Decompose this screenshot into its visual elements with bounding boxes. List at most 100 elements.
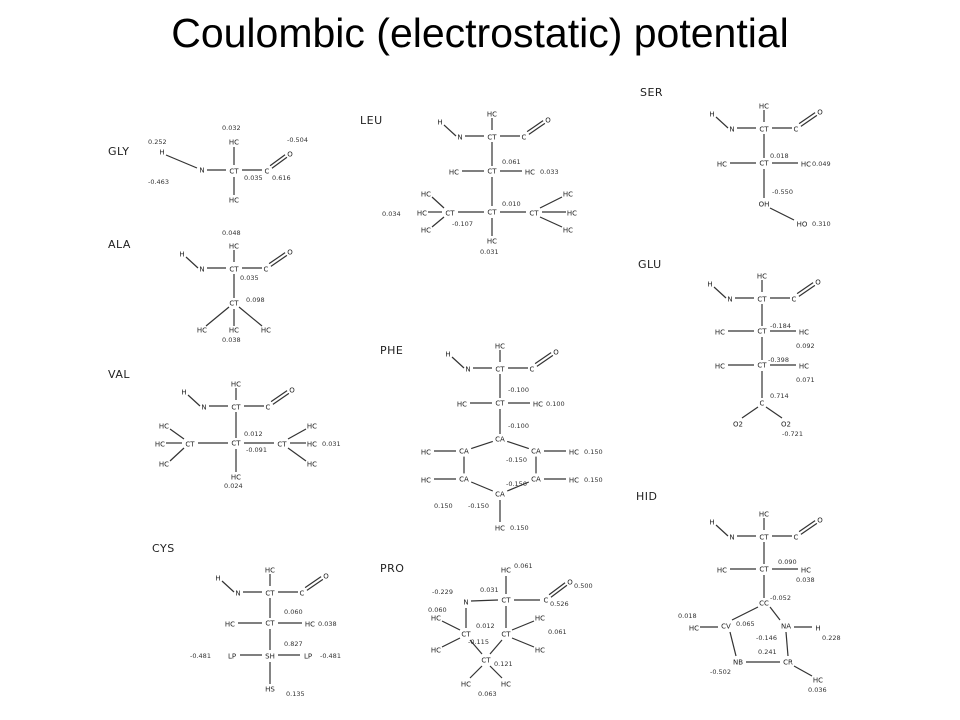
atom-label: HC	[799, 329, 809, 337]
partial-charge: -0.052	[770, 594, 791, 602]
residue-name: ALA	[108, 238, 131, 251]
partial-charge: -0.550	[772, 188, 793, 196]
atom-label: H	[179, 251, 184, 259]
atom-label: N	[199, 266, 204, 274]
atom-label: HC	[457, 401, 467, 409]
atom-label: CT	[757, 328, 767, 336]
atom-label: CT	[757, 362, 767, 370]
partial-charge: 0.061	[514, 562, 533, 570]
atom-label: H	[709, 519, 714, 527]
atom-label: H	[159, 149, 164, 157]
atom-label: NA	[781, 623, 791, 631]
atom-label: HC	[717, 161, 727, 169]
atom-label: OH	[759, 201, 770, 209]
atom-label: CT	[757, 296, 767, 304]
atom-label: HC	[813, 677, 823, 685]
partial-charge: 0.049	[812, 160, 831, 168]
partial-charge: 0.714	[770, 392, 789, 400]
partial-charge: -0.150	[506, 480, 527, 488]
partial-charge: -0.146	[756, 634, 777, 642]
atom-label: HC	[757, 273, 767, 281]
residue-name: LEU	[360, 114, 383, 127]
atom-label: CA	[531, 448, 541, 456]
partial-charge: 0.010	[502, 200, 521, 208]
partial-charge: 0.526	[550, 600, 569, 608]
partial-charge: 0.150	[584, 476, 603, 484]
atom-label: H	[445, 351, 450, 359]
atom-label: CT	[229, 266, 239, 274]
atom-label: CT	[229, 300, 239, 308]
atom-label: CA	[495, 436, 505, 444]
partial-charge: 0.032	[222, 124, 241, 132]
atom-label: HC	[265, 567, 275, 575]
atom-label: C	[792, 296, 797, 304]
atom-label: C	[760, 400, 765, 408]
partial-charge: 0.150	[584, 448, 603, 456]
partial-charge: -0.229	[432, 588, 453, 596]
atom-label: CT	[501, 597, 511, 605]
atom-label: HC	[801, 161, 811, 169]
atom-label: HC	[689, 625, 699, 633]
atom-label: HC	[801, 567, 811, 575]
partial-charge: 0.036	[808, 686, 827, 694]
partial-charge: 0.135	[286, 690, 305, 698]
atom-label: CT	[229, 168, 239, 176]
partial-charge: 0.100	[546, 400, 565, 408]
partial-charge: 0.121	[494, 660, 513, 668]
residue-name: CYS	[152, 542, 175, 555]
atom-label: HC	[431, 647, 441, 655]
atom-label: CT	[185, 441, 195, 449]
atom-label: CT	[487, 209, 497, 217]
atom-label: CT	[759, 566, 769, 574]
atom-label: HC	[417, 210, 427, 218]
atom-label: N	[457, 134, 462, 142]
partial-charge: 0.018	[770, 152, 789, 160]
residue-name: GLU	[638, 258, 662, 271]
atom-label: HC	[715, 329, 725, 337]
atom-label: CT	[265, 620, 275, 628]
atom-label: CT	[759, 160, 769, 168]
atom-label: O	[323, 573, 329, 581]
atom-label: CA	[459, 448, 469, 456]
atom-label: O	[545, 117, 551, 125]
atom-label: HC	[229, 139, 239, 147]
atom-label: N	[199, 167, 204, 175]
residue-name: PHE	[380, 344, 403, 357]
atom-label: HC	[197, 327, 207, 335]
atom-label: C	[266, 404, 271, 412]
partial-charge: 0.012	[244, 430, 263, 438]
atom-label: O	[287, 249, 293, 257]
partial-charge: 0.150	[510, 524, 529, 532]
atom-label: H	[707, 281, 712, 289]
partial-charge: 0.061	[502, 158, 521, 166]
partial-charge: 0.035	[240, 274, 259, 282]
slide-title: Coulombic (electrostatic) potential	[171, 10, 789, 56]
atom-label: CV	[721, 623, 731, 631]
atom-label: HC	[159, 461, 169, 469]
atom-label: HC	[305, 621, 315, 629]
partial-charge: 0.228	[822, 634, 841, 642]
atom-label: CT	[277, 441, 287, 449]
atom-label: HC	[717, 567, 727, 575]
atom-label: HC	[495, 343, 505, 351]
partial-charge: 0.150	[434, 502, 453, 510]
partial-charge: 0.034	[382, 210, 401, 218]
partial-charge: -0.100	[508, 386, 529, 394]
atom-label: C	[544, 597, 549, 605]
partial-charge: -0.721	[782, 430, 803, 438]
atom-label: CT	[501, 631, 511, 639]
atom-label: HC	[229, 243, 239, 251]
partial-charge: 0.038	[796, 576, 815, 584]
atom-label: O	[567, 579, 573, 587]
atom-label: HC	[307, 441, 317, 449]
partial-charge: 0.031	[480, 248, 499, 256]
partial-charge: 0.616	[272, 174, 291, 182]
partial-charge: -0.150	[506, 456, 527, 464]
partial-charge: 0.035	[244, 174, 263, 182]
atom-label: CC	[759, 600, 769, 608]
atom-label: HC	[449, 169, 459, 177]
